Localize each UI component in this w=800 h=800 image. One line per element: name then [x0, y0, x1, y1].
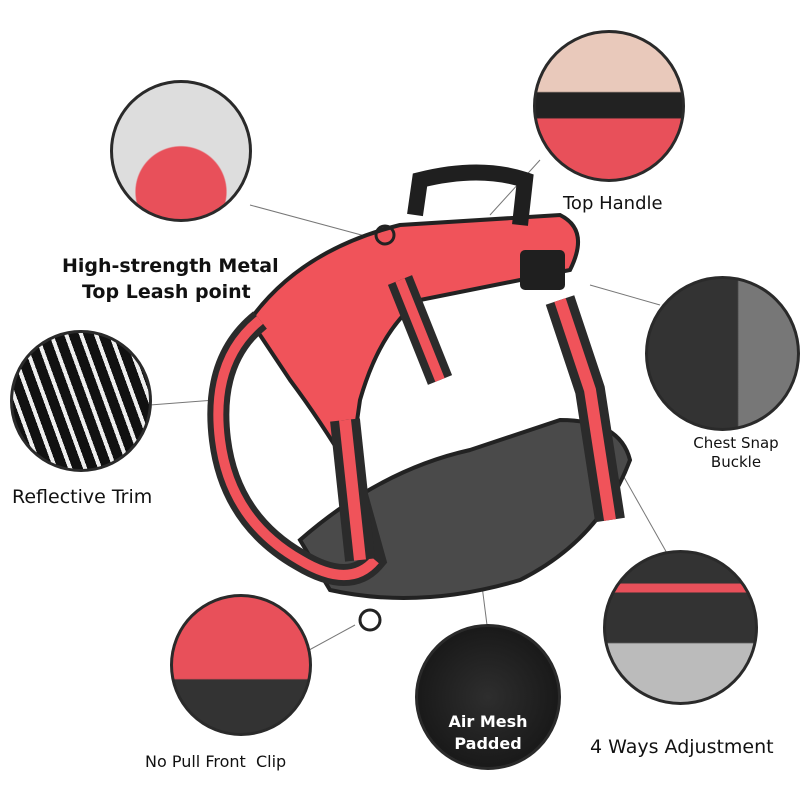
adjustment-detail: [603, 550, 758, 705]
top-handle-detail: [533, 30, 685, 182]
leash-point-line1: High-strength Metal: [62, 255, 279, 277]
air-mesh-line1: Air Mesh: [448, 712, 528, 731]
front-clip-label: No Pull Front Clip: [145, 752, 287, 771]
top-handle-label: Top Handle: [563, 193, 663, 214]
top-leash-ring: [374, 224, 396, 246]
leader-lines: [149, 159, 669, 656]
reflective-trim-label: Reflective Trim: [12, 486, 153, 508]
air-mesh-detail: [415, 624, 561, 770]
chest-buckle-line1: Chest Snap: [693, 434, 779, 452]
leash-point-line2: Top Leash point: [82, 281, 251, 303]
adjustment-label: 4 Ways Adjustment: [590, 736, 774, 758]
chest-buckle-detail: [645, 276, 800, 431]
air-mesh-line2: Padded: [454, 734, 522, 753]
top-handle: [407, 164, 534, 226]
chest-buckle-line2: Buckle: [710, 453, 762, 471]
chest-buckle-label: Chest Snap Buckle: [672, 434, 800, 472]
leash-point-label: High-strength Metal Top Leash point: [62, 253, 279, 305]
air-mesh-label: Air Mesh Padded: [430, 711, 546, 755]
reflective-trim-detail: [10, 330, 152, 472]
harness-body: [247, 212, 580, 476]
front-clip-detail: [170, 594, 312, 736]
chest-buckle: [520, 250, 565, 290]
front-d-ring: [358, 608, 382, 632]
leash-point-detail: [110, 80, 252, 222]
